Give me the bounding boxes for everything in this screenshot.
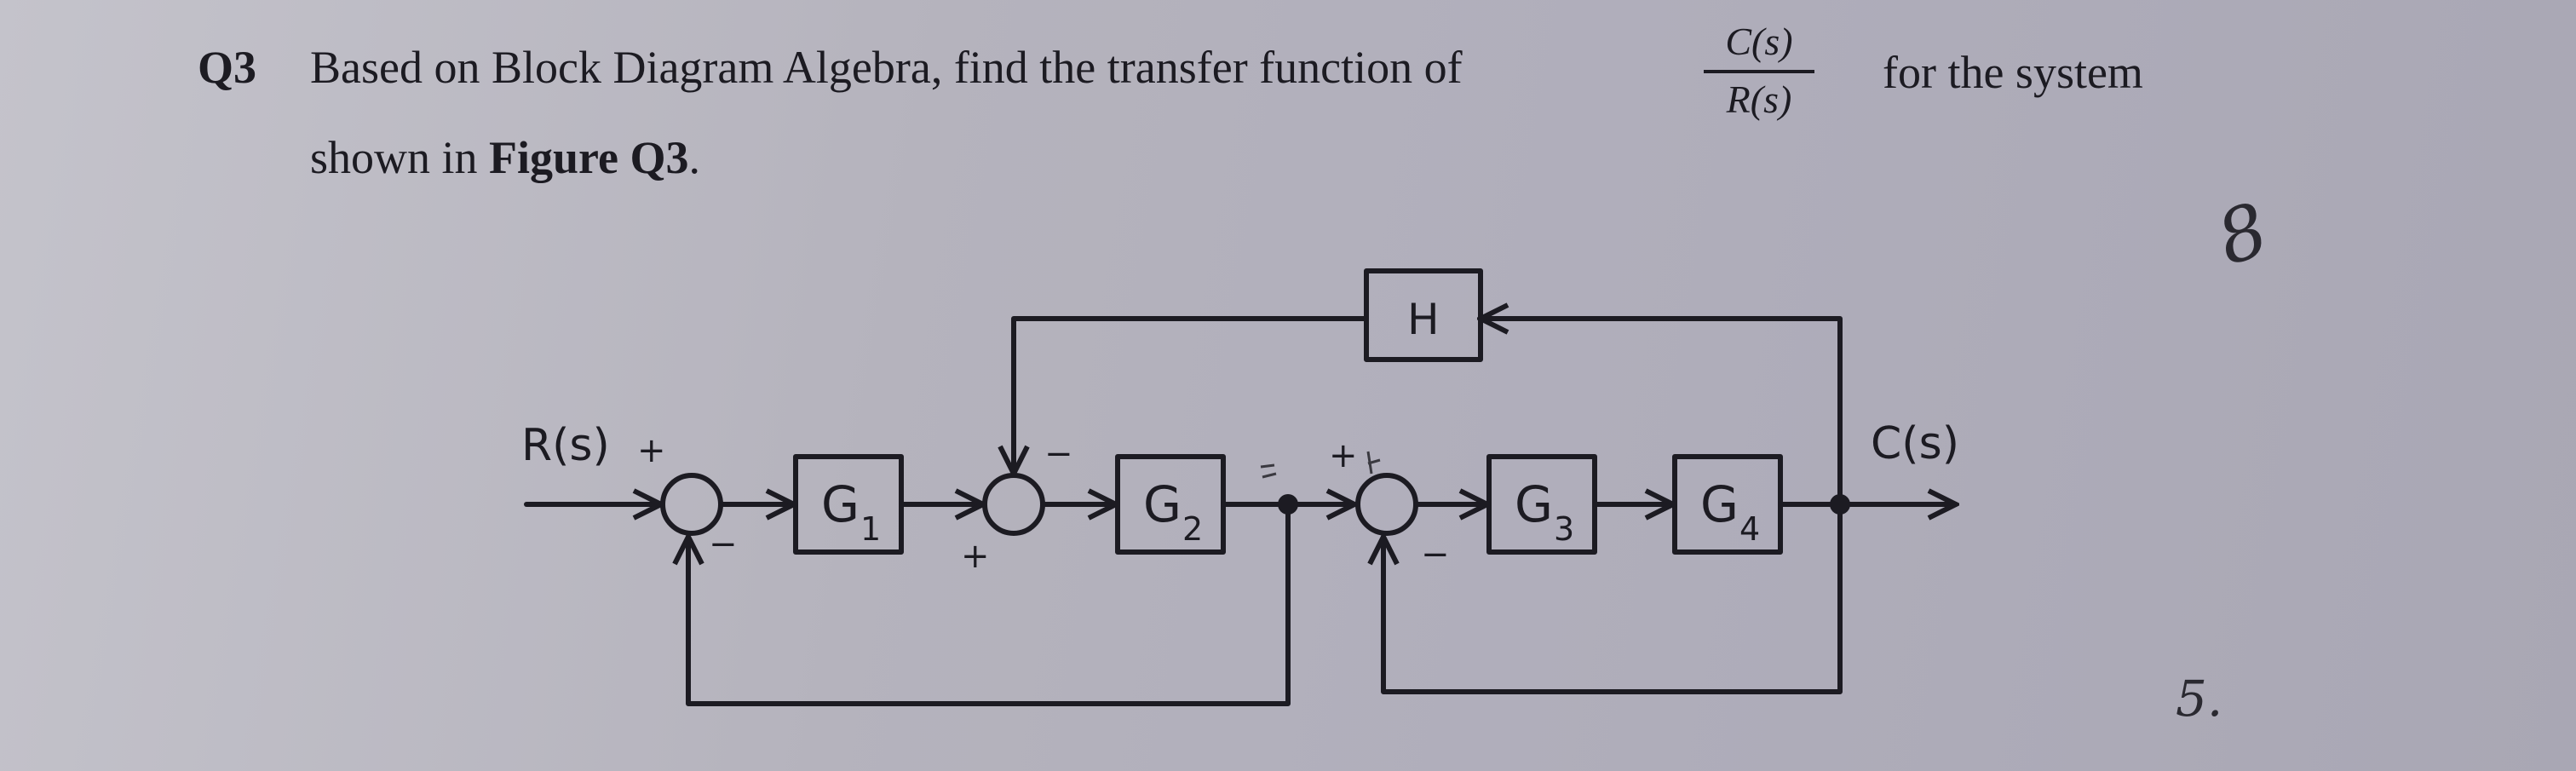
sign-sum3-feedback: −	[1421, 535, 1450, 574]
block-g2-subscript: 2	[1182, 510, 1203, 548]
handwritten-mark-top: 8	[2207, 187, 2278, 283]
block-h	[1364, 268, 1483, 362]
block-g1-label: G	[821, 475, 860, 533]
handwritten-mark-bottom: 5.	[2176, 670, 2222, 728]
pickoff-node-g2	[1278, 494, 1298, 515]
fraction-numerator: C(s)	[1725, 20, 1793, 63]
summing-junction-3	[1355, 473, 1418, 536]
question-number: Q3	[198, 42, 257, 93]
sign-sum2-bottom: +	[961, 537, 990, 576]
input-label: R(s)	[521, 420, 610, 471]
block-g2-label: G	[1143, 475, 1182, 533]
pickoff-node-output	[1830, 494, 1850, 515]
block-g3-label: G	[1515, 475, 1553, 533]
pencil-mark-1	[1260, 463, 1277, 479]
sign-sum2-feedback: −	[1044, 434, 1073, 474]
figure-reference: Figure Q3	[489, 132, 689, 183]
question-text-line2: shown in Figure Q3.	[310, 135, 700, 181]
fraction-denominator: R(s)	[1726, 78, 1792, 121]
feedback-path-h-left	[1014, 316, 1369, 474]
feedback-path-inner	[1383, 502, 1843, 694]
block-g4-label: G	[1700, 475, 1739, 533]
fraction-bar	[1704, 70, 1814, 73]
question-text-line2-prefix: shown in	[310, 132, 490, 183]
question-text-line1-tail: for the system	[1883, 47, 2143, 98]
feedback-path-h-right	[1481, 319, 1843, 507]
sign-sum1-input: +	[637, 431, 666, 470]
block-g3-subscript: 3	[1554, 510, 1574, 548]
sign-sum3-input: +	[1329, 436, 1358, 475]
block-h-label: H	[1407, 295, 1440, 344]
pencil-mark-2	[1366, 451, 1381, 475]
sign-sum1-feedback: −	[709, 525, 738, 564]
block-g4-subscript: 4	[1739, 510, 1760, 548]
block-g1-subscript: 1	[860, 510, 881, 548]
summing-junction-2	[982, 473, 1045, 536]
transfer-function-fraction: C(s) R(s)	[1704, 22, 1814, 124]
question-text-line1: Based on Block Diagram Algebra, find the…	[310, 42, 1463, 93]
feedback-path-outer	[688, 502, 1291, 706]
output-label: C(s)	[1871, 418, 1959, 469]
question-text-line2-suffix: .	[688, 132, 701, 183]
